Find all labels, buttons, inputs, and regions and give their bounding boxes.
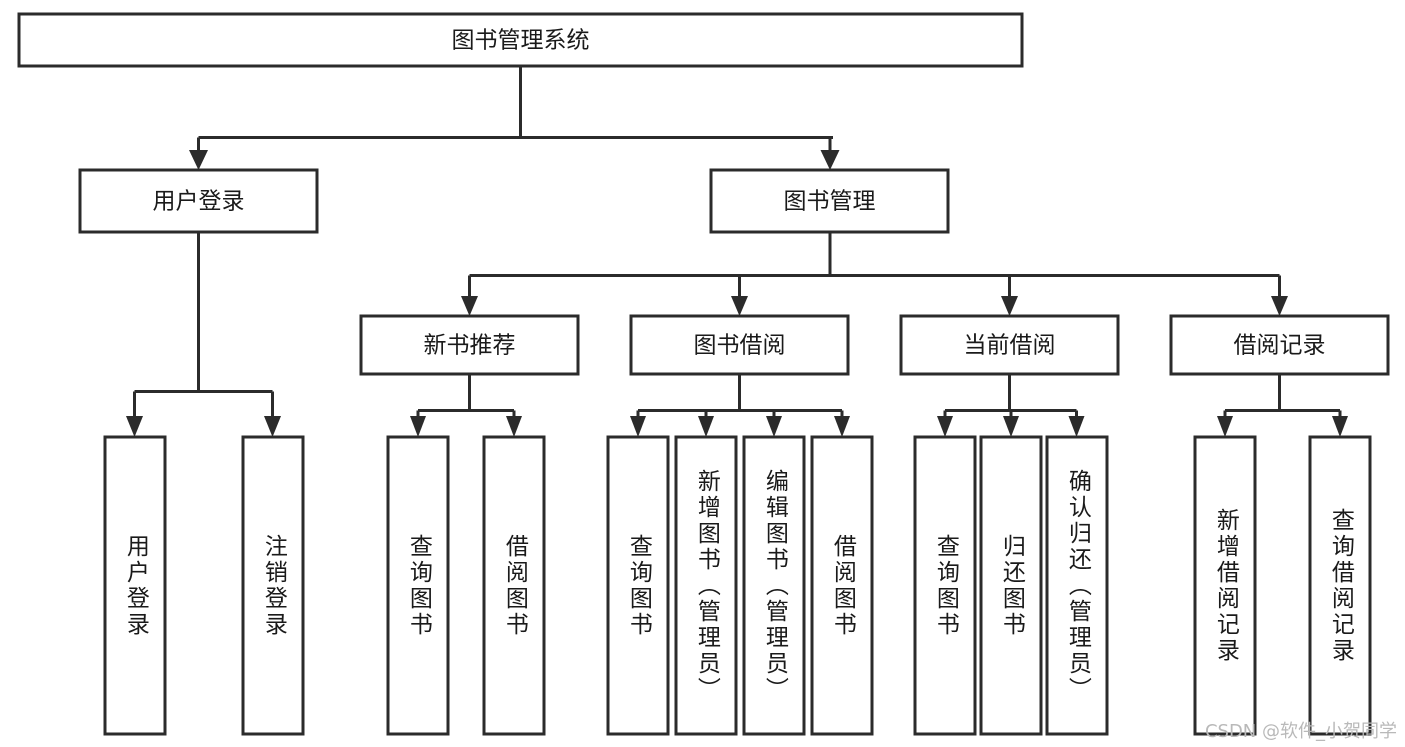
leaf-box-query-record[interactable] xyxy=(1308,435,1372,736)
leaf-box-edit-book[interactable] xyxy=(742,435,806,736)
leaf-box-query-book-2[interactable] xyxy=(606,435,670,736)
arrow-head-current-borrow xyxy=(1001,296,1018,316)
node-borrow-record[interactable]: 借阅记录 xyxy=(1169,314,1390,376)
arrow-head-leaf-logout xyxy=(264,416,281,437)
arrow-head-leaf-add-book xyxy=(698,416,714,437)
node-current-borrow-label: 当前借阅 xyxy=(964,333,1056,359)
node-root-label: 图书管理系统 xyxy=(452,28,590,54)
arrow-head-book-manage xyxy=(820,150,840,170)
arrow-head-leaf-confirm-return xyxy=(1068,416,1085,437)
leaf-box-query-book-3[interactable] xyxy=(913,435,977,736)
arrow-head-new-book xyxy=(461,296,478,316)
csdn-watermark: CSDN @软件_小贺同学 xyxy=(1204,721,1397,742)
arrow-head-leaf-query-book-3 xyxy=(937,416,953,437)
node-borrow-record-label: 借阅记录 xyxy=(1234,333,1326,359)
connector-bookborrow-to-leaves xyxy=(630,374,850,437)
node-new-book-recommend-label: 新书推荐 xyxy=(424,333,516,359)
node-user-login-label: 用户登录 xyxy=(153,189,245,215)
arrow-head-leaf-edit-book xyxy=(766,416,782,437)
connector-borrowrecord-to-leaves xyxy=(1217,374,1348,437)
arrow-head-leaf-query-book-1 xyxy=(410,416,426,437)
node-book-borrow[interactable]: 图书借阅 xyxy=(629,314,850,376)
node-user-login[interactable]: 用户登录 xyxy=(78,168,319,234)
arrow-head-borrow-record xyxy=(1271,296,1288,316)
leaf-box-borrow-book-2[interactable] xyxy=(810,435,874,736)
leaf-box-add-record[interactable] xyxy=(1193,435,1257,736)
arrow-head-user-login xyxy=(189,150,208,170)
leaf-box-add-book[interactable] xyxy=(674,435,738,736)
node-book-borrow-label: 图书借阅 xyxy=(694,333,786,359)
connector-userlogin-to-leaves xyxy=(126,232,281,437)
leaf-box-query-book-1[interactable] xyxy=(386,435,450,736)
leaf-box-borrow-book-1[interactable] xyxy=(482,435,546,736)
connector-bookmanage-to-level3 xyxy=(461,232,1288,316)
arrow-head-leaf-user-login xyxy=(126,416,143,437)
node-current-borrow[interactable]: 当前借阅 xyxy=(899,314,1120,376)
node-book-management[interactable]: 图书管理 xyxy=(709,168,950,234)
arrow-head-leaf-borrow-book-2 xyxy=(834,416,850,437)
leaf-box-user-login[interactable] xyxy=(103,435,167,736)
node-root-book-management-system[interactable]: 图书管理系统 xyxy=(17,12,1024,68)
leaf-box-logout[interactable] xyxy=(241,435,305,736)
arrow-head-leaf-add-record xyxy=(1217,416,1233,437)
arrow-head-leaf-return-book xyxy=(1003,416,1019,437)
leaf-box-confirm-return[interactable] xyxy=(1045,435,1109,736)
arrow-head-leaf-query-book-2 xyxy=(630,416,646,437)
node-book-management-label: 图书管理 xyxy=(784,189,876,215)
leaf-box-return-book[interactable] xyxy=(979,435,1043,736)
arrow-head-leaf-query-record xyxy=(1332,416,1348,437)
connector-newbook-to-leaves xyxy=(410,374,522,437)
connector-root-to-level2 xyxy=(189,66,840,170)
node-new-book-recommend[interactable]: 新书推荐 xyxy=(359,314,580,376)
arrow-head-leaf-borrow-book-1 xyxy=(506,416,522,437)
arrow-head-book-borrow xyxy=(731,296,748,316)
connector-currentborrow-to-leaves xyxy=(937,374,1085,437)
